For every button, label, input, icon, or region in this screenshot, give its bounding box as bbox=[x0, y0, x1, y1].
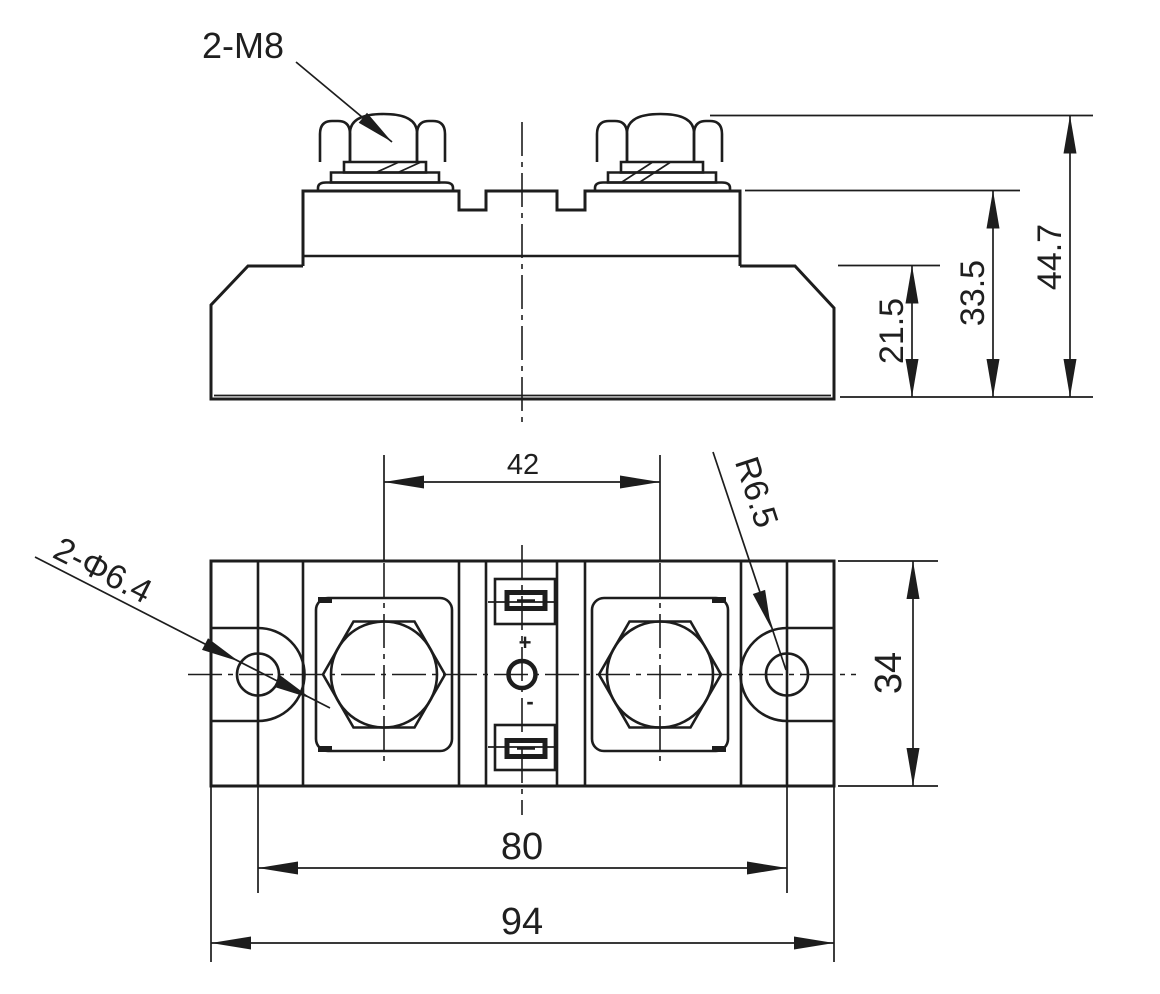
right-hex-nut bbox=[593, 112, 732, 191]
polarity-positive-mark: + bbox=[519, 630, 532, 655]
dim-overall-depth: 34 bbox=[838, 560, 938, 787]
left-flat-washer bbox=[329, 171, 441, 184]
dim-overall-depth-text: 34 bbox=[868, 652, 910, 694]
dim-base-height: 21.5 bbox=[873, 265, 919, 397]
dim-base-height-text: 21.5 bbox=[873, 298, 911, 364]
dim-hole-spacing: 80 bbox=[257, 786, 788, 893]
right-washer-seat bbox=[593, 181, 732, 191]
left-washer-split-lines bbox=[376, 161, 421, 173]
dim-terminal-body-height: 33.5 bbox=[954, 190, 1000, 397]
polarity-negative-mark: - bbox=[526, 689, 533, 714]
plan-view: + - 42 R6.5 2-Φ6.4 bbox=[34, 449, 938, 962]
dim-terminal-spacing-text: 42 bbox=[507, 449, 539, 481]
hole-callout-text: 2-Φ6.4 bbox=[48, 530, 158, 611]
bolt-callout-text: 2-M8 bbox=[202, 25, 284, 66]
hole-callout: 2-Φ6.4 bbox=[34, 530, 331, 709]
dim-overall-height-text: 44.7 bbox=[1031, 224, 1069, 290]
side-elevation-view: 2-M8 21.5 33.5 44.7 bbox=[202, 25, 1093, 424]
left-hex-nut bbox=[316, 112, 455, 191]
control-terminal-bottom bbox=[488, 723, 557, 772]
left-washer-seat bbox=[316, 181, 455, 191]
bolt-callout-arrowhead bbox=[358, 112, 392, 142]
dim-overall-height: 44.7 bbox=[1031, 115, 1077, 397]
dim-overall-length-text: 94 bbox=[501, 901, 543, 943]
control-terminal-top bbox=[488, 577, 557, 626]
bolt-callout: 2-M8 bbox=[202, 25, 393, 143]
dim-hole-spacing-text: 80 bbox=[501, 826, 543, 868]
dim-terminal-spacing: 42 bbox=[383, 449, 661, 561]
left-spring-washer bbox=[342, 160, 428, 174]
dim-overall-length: 94 bbox=[210, 786, 835, 962]
dim-terminal-body-height-text: 33.5 bbox=[954, 260, 992, 326]
extension-lines-side bbox=[710, 114, 1093, 398]
